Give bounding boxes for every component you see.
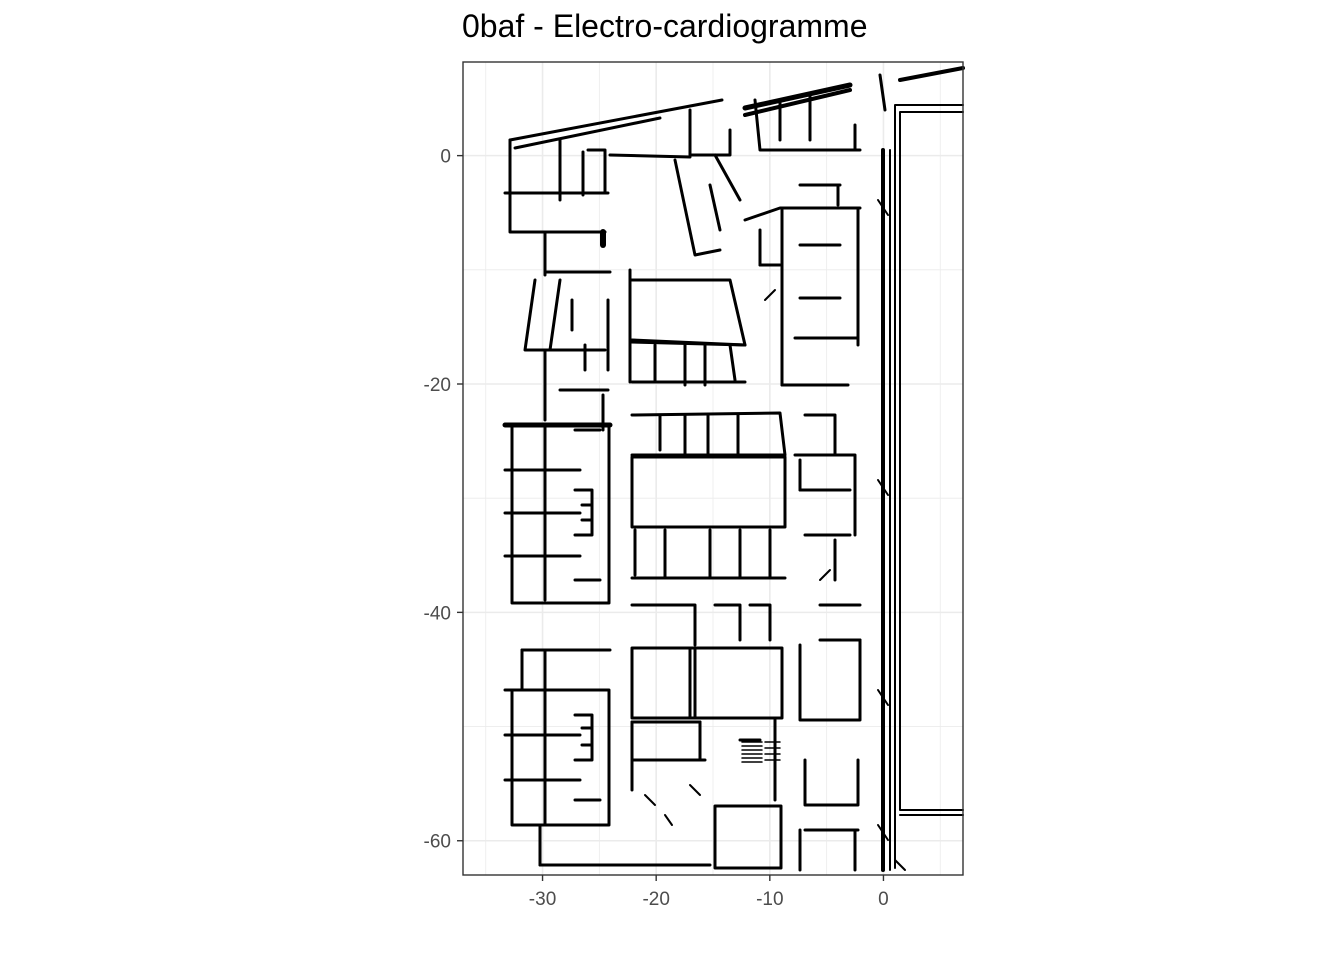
plot-title: 0baf - Electro-cardiogramme [462,8,868,44]
x-axis: -30 -20 -10 0 [529,875,889,910]
outer-boundary [881,104,964,872]
x-tick-label: -20 [642,889,669,910]
x-tick-label: -30 [529,889,556,910]
x-tick-label: -10 [756,889,783,910]
left-wing-rooms-upper [502,422,613,605]
panel-border [462,61,964,876]
y-tick-label: -20 [424,375,451,396]
walls-layer [502,66,965,872]
stairs [741,741,781,763]
door-marks [644,199,906,871]
center-rooms-lower [630,603,862,872]
y-tick-label: 0 [440,147,451,168]
upper-right-rooms [743,93,862,387]
panel-frame [462,61,964,876]
center-rooms-upper [630,411,857,582]
top-wall [508,66,965,150]
y-tick-label: -60 [424,832,451,853]
upper-middle-rooms [628,153,747,387]
left-wing-rooms-lower [503,648,712,867]
x-tick-label: 0 [878,889,889,910]
y-axis: 0 -20 -40 -60 [424,147,463,853]
y-tick-label: -40 [424,603,451,624]
